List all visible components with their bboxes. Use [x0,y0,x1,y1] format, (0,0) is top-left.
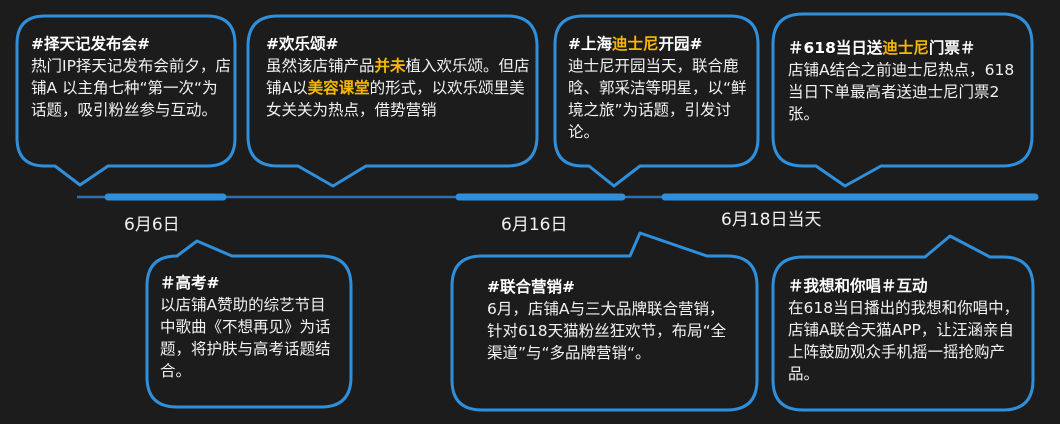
date-label-jun16: 6月16日 [501,215,568,235]
event-body-highlight: 美容课堂 [307,79,370,97]
event-title: #联合营销# [487,278,575,296]
event-body: 热门IP择天记发布会前夕，店铺A 以主角七种“第一次“为话题，吸引粉丝参与互动。 [31,57,231,119]
event-title-highlight: 迪士尼 [612,35,659,53]
event-body-part: 的形式，以欢乐颂里美女关关为热点，借势营销 [266,79,525,119]
event-title-highlight: 迪士尼 [882,39,929,57]
event-title: ＃高考# [160,274,220,292]
event-card-618-disney-tickets: ＃618当日送迪士尼门票＃ 店铺A结合之前迪士尼热点，618当日下单最高者送迪士… [788,37,1020,125]
event-title-part: #上海 [568,35,612,53]
event-card-zetianji: #择天记发布会# 热门IP择天记发布会前夕，店铺A 以主角七种“第一次“为话题，… [31,33,231,121]
date-label-jun6: 6月6日 [124,215,180,235]
event-card-huanlesong: #欢乐颂# 虽然该店铺产品并未植入欢乐颂。但店铺A以美容课堂的形式，以欢乐颂里美… [266,33,531,121]
event-title: #上海迪士尼开园# [568,33,753,55]
speech-bubble-1 [15,14,237,187]
event-title: #择天记发布会# [31,35,150,53]
speech-bubble-3 [553,14,760,188]
event-body: 以店铺A赞助的综艺节目中歌曲《不想再见》为话题，将护肤与高考话题结合。 [160,296,331,380]
event-body: 在618当日播出的我想和你唱中，店铺A联合天猫APP，让汪涵亲自上阵鼓励观众手机… [788,299,1020,383]
event-title-part: ＃618当日送 [788,39,883,57]
event-body-part: 虽然该店铺产品 [266,57,375,75]
event-title-part: 门票＃ [928,39,976,57]
event-body: 店铺A结合之前迪士尼热点，618当日下单最高者送迪士尼门票2张。 [788,61,1015,123]
event-title: ＃618当日送迪士尼门票＃ [788,37,1020,59]
event-body: 迪士尼开园当天，联合鹿晗、郭采洁等明星，以“鲜境之旅”为话题，引发讨论。 [568,57,747,141]
event-card-gaokao: ＃高考# 以店铺A赞助的综艺节目中歌曲《不想再见》为话题，将护肤与高考话题结合。 [160,272,338,382]
event-body-highlight: 并未 [374,57,406,75]
speech-bubble-5 [145,239,353,409]
event-title: ＃我想和你唱＃互动 [788,277,928,295]
event-title: #欢乐颂# [266,35,339,53]
date-label-jun18: 6月18日当天 [721,210,822,230]
speech-bubble-6 [450,231,759,412]
event-body: 6月，店铺A与三大品牌联合营销，针对618天猫粉丝狂欢节，布局“全渠道”与“多品… [487,300,727,362]
event-body-part: 植入欢乐颂。但店铺A以 [266,57,530,97]
event-card-joint-marketing: #联合营销# 6月，店铺A与三大品牌联合营销，针对618天猫粉丝狂欢节，布局“全… [487,276,735,364]
speech-bubble-7 [771,234,1035,412]
event-card-disney-opening: #上海迪士尼开园# 迪士尼开园当天，联合鹿晗、郭采洁等明星，以“鲜境之旅”为话题… [568,33,753,143]
speech-bubble-2 [246,14,539,188]
event-card-i-want-to-sing: ＃我想和你唱＃互动 在618当日播出的我想和你唱中，店铺A联合天猫APP，让汪涵… [788,275,1020,385]
event-title-part: 开园# [658,35,703,53]
speech-bubble-4 [771,12,1034,188]
